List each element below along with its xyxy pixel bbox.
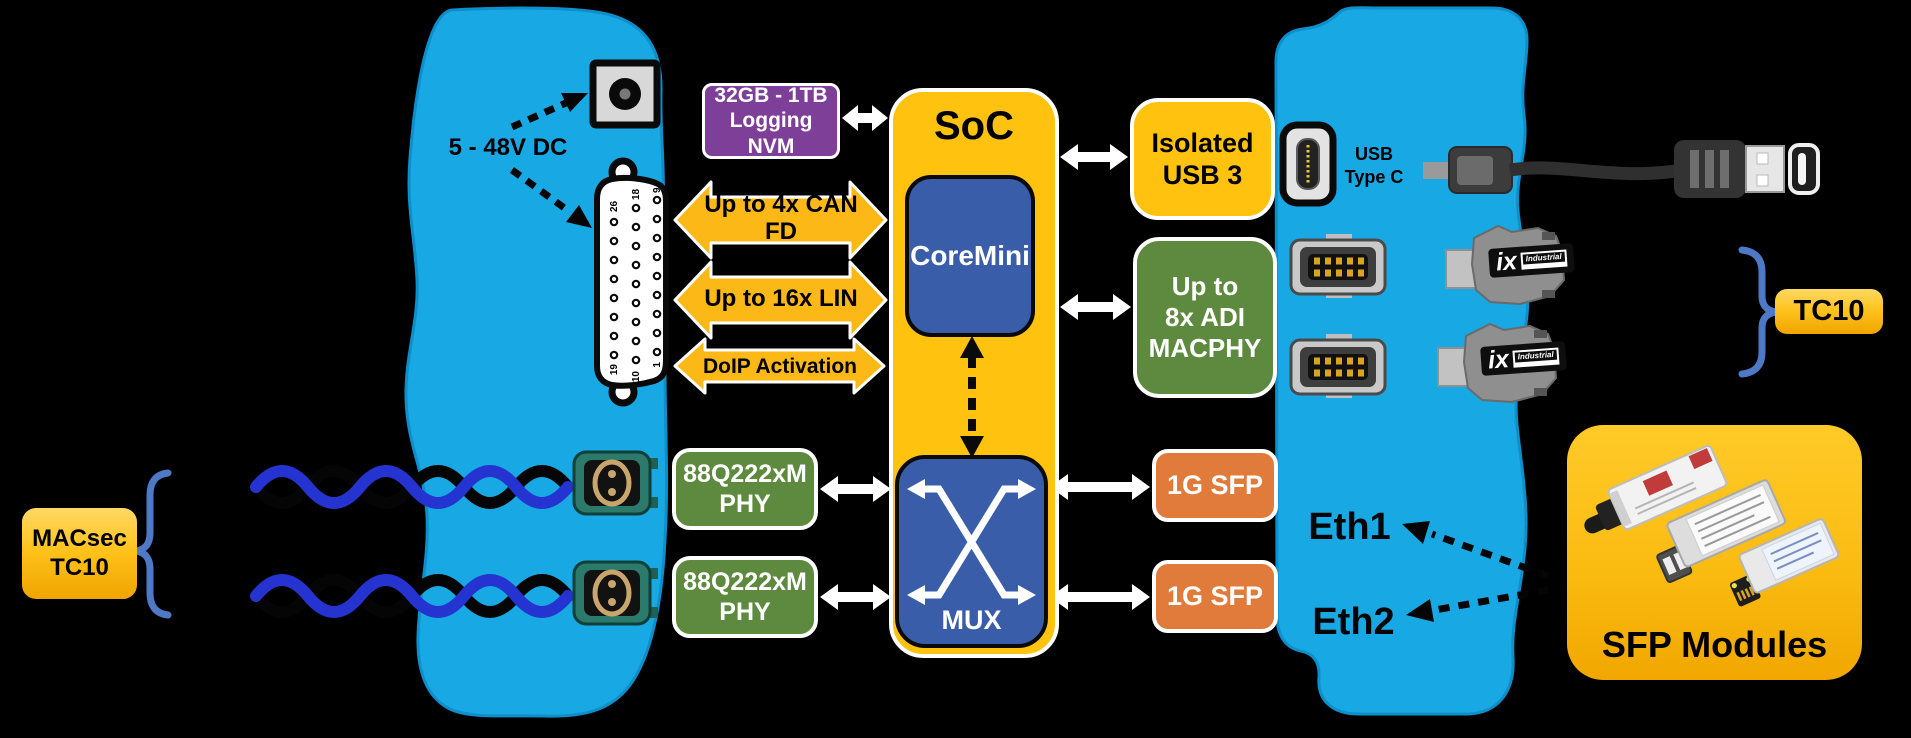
macphy-line1: Up to — [1171, 270, 1239, 301]
db26-pin-label: 9 — [652, 187, 663, 193]
sfp-to-eth2-arrow — [1406, 586, 1549, 622]
db26-pin-label: 19 — [609, 364, 620, 376]
phy2-line2: PHY — [719, 598, 771, 626]
nvm-line1: 32GB - 1TB — [714, 84, 828, 108]
soc-usb3-arrow — [1060, 144, 1128, 170]
usb-cable-icon — [1423, 140, 1820, 198]
power-rating-label: 5 - 48V DC — [448, 133, 568, 161]
dc-power-jack-icon — [589, 59, 661, 129]
macsec-tc10-callout: MACsec TC10 — [22, 508, 137, 599]
sfp-box-1: 1G SFP — [1152, 449, 1278, 522]
usb3-line2: USB 3 — [1162, 160, 1243, 190]
ix-brand-sub: Industrial — [1520, 249, 1568, 271]
db26-pin-label: 1 — [652, 362, 663, 368]
ix-industrial-logo-1: ix Industrial — [1488, 243, 1575, 278]
phy2-line1: 88Q222xM — [683, 568, 807, 596]
macsec-brace-icon — [135, 469, 172, 619]
bus-arrows — [673, 180, 888, 395]
macphy-line2: 8x ADI — [1165, 301, 1245, 332]
sfp-modules-title: SFP Modules — [1601, 624, 1828, 665]
ix-brand-name: ix — [1495, 247, 1518, 277]
phy1-mux-arrow — [820, 476, 891, 502]
lin-arrow-label: Up to 16x LIN — [704, 284, 858, 312]
nvm-soc-arrow — [842, 105, 888, 131]
nvm-line2: Logging NVM — [729, 109, 813, 158]
usb-type-c-port-icon — [1279, 121, 1337, 207]
ix-plug-icon-1 — [1445, 224, 1566, 306]
ix-receptacle-icon-2 — [1289, 334, 1387, 398]
sfp-modules-panel: SFP Modules — [1567, 425, 1862, 680]
usb3-line1: Isolated — [1151, 127, 1254, 158]
mux-label: MUX — [941, 604, 1002, 635]
sfp2-label: 1G SFP — [1166, 581, 1264, 612]
usb-type-c-label: USB Type C — [1336, 140, 1412, 192]
sfp-box-2: 1G SFP — [1152, 560, 1278, 633]
tc10-brace-icon — [1738, 246, 1777, 378]
tc10-callout: TC10 — [1775, 289, 1883, 334]
coremini-label: CoreMini — [910, 240, 1030, 272]
hmtd-connector-icon-2 — [572, 560, 658, 626]
soc-title: SoC — [934, 104, 1014, 148]
twisted-pair-cable-1 — [250, 465, 574, 509]
db26-connector-icon: 26 18 9 19 10 1 — [594, 157, 669, 407]
soc-macphy-arrow — [1060, 294, 1131, 320]
sfp1-label: 1G SFP — [1166, 470, 1264, 501]
mux-block: MUX — [895, 455, 1048, 648]
power-arrow-to-db26 — [509, 167, 592, 228]
macsec-line1: MACsec — [32, 524, 127, 552]
isolated-usb3-box: Isolated USB 3 — [1130, 98, 1275, 220]
mux-sfp1-arrow — [1050, 474, 1150, 500]
lin-arrow — [673, 260, 888, 340]
sfp-to-eth1-arrow — [1402, 521, 1550, 580]
adi-macphy-box: Up to 8x ADI MACPHY — [1133, 237, 1277, 398]
phy1-line1: 88Q222xM — [683, 460, 807, 488]
phy2-mux-arrow — [820, 584, 891, 610]
mux-sfp2-arrow — [1050, 584, 1150, 610]
logging-nvm-box: 32GB - 1TB Logging NVM — [702, 83, 840, 159]
doip-arrow — [673, 337, 886, 395]
ix-industrial-logo-2: ix Industrial — [1480, 341, 1567, 376]
twisted-pair-cable-2 — [250, 574, 574, 618]
macphy-line3: MACPHY — [1148, 333, 1262, 364]
usb-type-c-line2: Type C — [1344, 167, 1404, 187]
can-fd-arrow — [673, 180, 888, 260]
eth2-label: Eth2 — [1312, 600, 1395, 643]
white-link-arrows — [820, 105, 1150, 610]
db26-pin-label: 26 — [609, 200, 620, 212]
doip-arrow-label: DoIP Activation — [702, 355, 858, 379]
eth1-label: Eth1 — [1308, 505, 1391, 548]
phy-box-2: 88Q222xM PHY — [672, 556, 818, 638]
hmtd-connector-icon-1 — [572, 450, 658, 516]
phy1-line2: PHY — [719, 490, 771, 518]
phy-box-1: 88Q222xM PHY — [672, 448, 818, 530]
coremini-block: CoreMini — [905, 175, 1035, 337]
db26-pin-label: 18 — [631, 188, 642, 200]
db26-pins — [609, 195, 662, 365]
mux-crossover-icon — [907, 479, 1036, 605]
can-fd-arrow-label: Up to 4x CAN FD — [704, 191, 858, 245]
ix-receptacle-icon-1 — [1289, 234, 1387, 298]
ix-brand-sub: Industrial — [1512, 347, 1560, 369]
ix-brand-name: ix — [1487, 345, 1510, 375]
power-arrow-to-jack — [510, 93, 588, 131]
macsec-line2: TC10 — [50, 553, 109, 581]
usb-type-c-line1: USB — [1354, 143, 1393, 164]
db26-pin-label: 10 — [631, 371, 642, 383]
